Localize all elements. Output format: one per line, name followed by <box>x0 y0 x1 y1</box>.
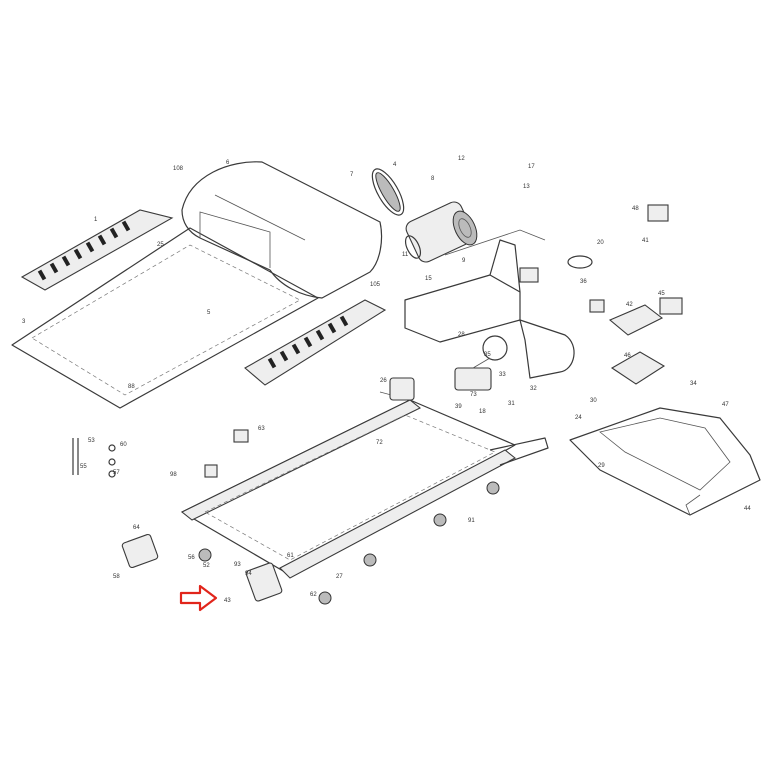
callout-55: 55 <box>80 464 87 470</box>
controller-board <box>608 204 683 385</box>
callout-5: 5 <box>207 310 211 316</box>
callout-29: 29 <box>598 463 605 469</box>
callout-24: 24 <box>575 415 582 421</box>
callout-26: 26 <box>380 378 387 384</box>
callout-60: 60 <box>120 442 127 448</box>
callout-88: 88 <box>128 384 135 390</box>
callout-36: 36 <box>580 279 587 285</box>
callout-45: 45 <box>658 291 665 297</box>
callout-6: 6 <box>226 160 230 166</box>
base-frame <box>180 391 549 579</box>
callout-64: 64 <box>133 525 140 531</box>
callout-53: 53 <box>88 438 95 444</box>
front-roller <box>121 481 500 605</box>
callout-108: 108 <box>173 166 184 172</box>
fastener-set <box>72 377 415 478</box>
callout-43: 43 <box>224 598 231 604</box>
callout-52: 52 <box>203 563 210 569</box>
right-slotted-rail <box>244 299 387 386</box>
callout-12: 12 <box>458 156 465 162</box>
callout-15: 15 <box>425 276 432 282</box>
callout-57: 57 <box>113 470 120 476</box>
callout-42: 42 <box>626 302 633 308</box>
callout-105: 105 <box>370 282 381 288</box>
callout-47: 47 <box>722 402 729 408</box>
callout-20: 20 <box>597 240 604 246</box>
callout-31: 31 <box>508 401 515 407</box>
callout-3: 3 <box>22 319 26 325</box>
callout-9: 9 <box>462 258 466 264</box>
callout-41: 41 <box>642 238 649 244</box>
callout-91: 91 <box>468 518 475 524</box>
callout-27: 27 <box>336 574 343 580</box>
callout-39: 39 <box>455 404 462 410</box>
highlight-arrow <box>179 584 218 612</box>
callout-28: 28 <box>458 332 465 338</box>
callout-30: 30 <box>590 398 597 404</box>
callout-13: 13 <box>523 184 530 190</box>
callout-34: 34 <box>690 381 697 387</box>
callout-35: 35 <box>484 352 491 358</box>
drive-motor <box>404 201 478 263</box>
callout-46: 46 <box>624 353 631 359</box>
callout-56: 56 <box>188 555 195 561</box>
callout-61: 61 <box>287 553 294 559</box>
callout-72: 72 <box>376 440 383 446</box>
callout-17: 17 <box>528 164 535 170</box>
callout-labels: 1086742513881055121389111548412036283533… <box>22 156 751 604</box>
motor-pan <box>569 407 761 516</box>
callout-8: 8 <box>431 176 435 182</box>
callout-7: 7 <box>350 172 354 178</box>
motor-hood <box>181 161 383 299</box>
callout-33: 33 <box>499 372 506 378</box>
callout-98: 98 <box>170 472 177 478</box>
callout-62: 62 <box>310 592 317 598</box>
callout-58: 58 <box>113 574 120 580</box>
callout-63: 63 <box>258 426 265 432</box>
callout-94: 94 <box>245 571 252 577</box>
upright-frame <box>404 229 575 379</box>
callout-73: 73 <box>470 392 477 398</box>
callout-32: 32 <box>530 386 537 392</box>
drive-belt <box>371 168 405 216</box>
incline-motor <box>454 335 508 391</box>
callout-1: 1 <box>94 217 98 223</box>
callout-25: 25 <box>157 242 164 248</box>
callout-48: 48 <box>632 206 639 212</box>
callout-44: 44 <box>744 506 751 512</box>
callout-11: 11 <box>402 252 409 258</box>
callout-4: 4 <box>393 162 397 168</box>
left-slotted-rail <box>20 209 174 291</box>
callout-18: 18 <box>479 409 486 415</box>
callout-93: 93 <box>234 562 241 568</box>
pulley-bracket <box>519 255 605 313</box>
